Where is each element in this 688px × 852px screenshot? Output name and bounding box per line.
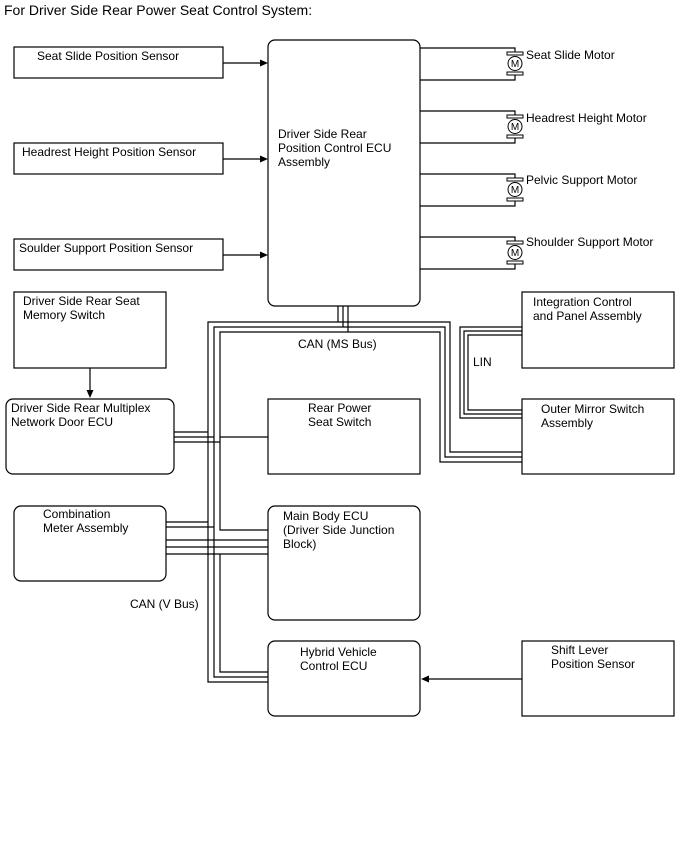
multiplex-door-ecu-label-line-2: Network Door ECU: [11, 415, 113, 429]
outer-mirror-switch-box: [521, 398, 675, 475]
hybrid-vehicle-control-ecu-box: [267, 640, 421, 717]
integration-control-label-line-2: and Panel Assembly: [533, 309, 642, 323]
seat-slide-motor-icon: [507, 56, 523, 71]
outer-mirror-switch-label-line-2: Assembly: [541, 416, 593, 430]
diagram-title: For Driver Side Rear Power Seat Control …: [4, 2, 312, 18]
shoulder-support-motor-label: Shoulder Support Motor: [526, 235, 653, 249]
memory-switch-box: [13, 291, 167, 369]
memory-switch-label-line-1: Driver Side Rear Seat: [23, 294, 140, 308]
ecu-label-line-1: Driver Side Rear: [278, 127, 367, 141]
can-ms-bus-wiring: [166, 306, 522, 555]
memory-switch-arrow: [86, 368, 94, 398]
shoulder-support-motor: M Shoulder Support Motor: [420, 235, 653, 270]
hybrid-vehicle-ecu-label-line-2: Control ECU: [300, 659, 367, 673]
seat-slide-motor: M Seat Slide Motor: [420, 47, 615, 81]
lin-label: LIN: [473, 355, 492, 369]
combination-meter-label-line-1: Combination: [43, 507, 110, 521]
can-v-bus-label: CAN (V Bus): [130, 597, 199, 611]
memory-switch-label-line-2: Memory Switch: [23, 308, 105, 322]
pelvic-support-motor-label: Pelvic Support Motor: [526, 173, 637, 187]
headrest-height-motor-icon: [507, 119, 523, 134]
combination-meter-box: [13, 505, 167, 582]
can-v-bus-wiring: [166, 539, 268, 683]
shoulder-support-motor-icon: [507, 245, 523, 260]
hybrid-vehicle-ecu-label-line-1: Hybrid Vehicle: [300, 645, 377, 659]
pelvic-support-motor: M Pelvic Support Motor: [420, 173, 637, 207]
headrest-height-motor-label: Headrest Height Motor: [526, 111, 647, 125]
shift-lever-position-sensor-box: [521, 640, 675, 717]
main-body-ecu-label-line-2: (Driver Side Junction: [283, 523, 394, 537]
ecu-label-line-3: Assembly: [278, 155, 330, 169]
can-ms-bus-label: CAN (MS Bus): [298, 337, 377, 351]
outer-mirror-switch-label-line-1: Outer Mirror Switch: [541, 402, 644, 416]
seat-slide-motor-symbol: M: [511, 59, 519, 70]
main-body-ecu-label-line-1: Main Body ECU: [283, 509, 368, 523]
headrest-height-motor: M Headrest Height Motor: [420, 110, 647, 144]
shoulder-support-motor-symbol: M: [511, 248, 519, 259]
pelvic-support-motor-symbol: M: [511, 185, 519, 196]
sensor-arrows: [223, 59, 268, 259]
integration-control-panel-box: [521, 291, 675, 369]
integration-control-label-line-1: Integration Control: [533, 295, 632, 309]
rear-power-seat-switch-label-line-1: Rear Power: [308, 401, 371, 415]
combination-meter-label-line-2: Meter Assembly: [43, 521, 128, 535]
lin-wiring: [459, 326, 522, 419]
shoulder-support-position-sensor-label: Soulder Support Position Sensor: [19, 241, 193, 255]
main-body-ecu-box: [267, 505, 421, 621]
seat-slide-position-sensor-box: [13, 46, 224, 79]
rear-power-seat-switch-label-line-2: Seat Switch: [308, 415, 371, 429]
main-body-ecu-label-line-3: Block): [283, 537, 316, 551]
shift-lever-sensor-label-line-2: Position Sensor: [551, 657, 635, 671]
ecu-label-line-2: Position Control ECU: [278, 141, 391, 155]
headrest-height-motor-symbol: M: [511, 122, 519, 133]
multiplex-door-ecu-label-line-1: Driver Side Rear Multiplex: [11, 401, 150, 415]
shoulder-support-position-sensor-box: [13, 238, 224, 271]
rear-power-seat-switch-box: [267, 398, 421, 475]
seat-slide-motor-label: Seat Slide Motor: [526, 48, 615, 62]
pelvic-support-motor-icon: [507, 182, 523, 197]
multiplex-network-door-ecu-box: [5, 398, 175, 475]
position-control-ecu-box: [267, 39, 421, 307]
shift-lever-sensor-label-line-1: Shift Lever: [551, 643, 608, 657]
headrest-height-position-sensor-label: Headrest Height Position Sensor: [22, 145, 196, 159]
seat-slide-position-sensor-label: Seat Slide Position Sensor: [37, 49, 179, 63]
shift-lever-arrow: [421, 675, 522, 683]
